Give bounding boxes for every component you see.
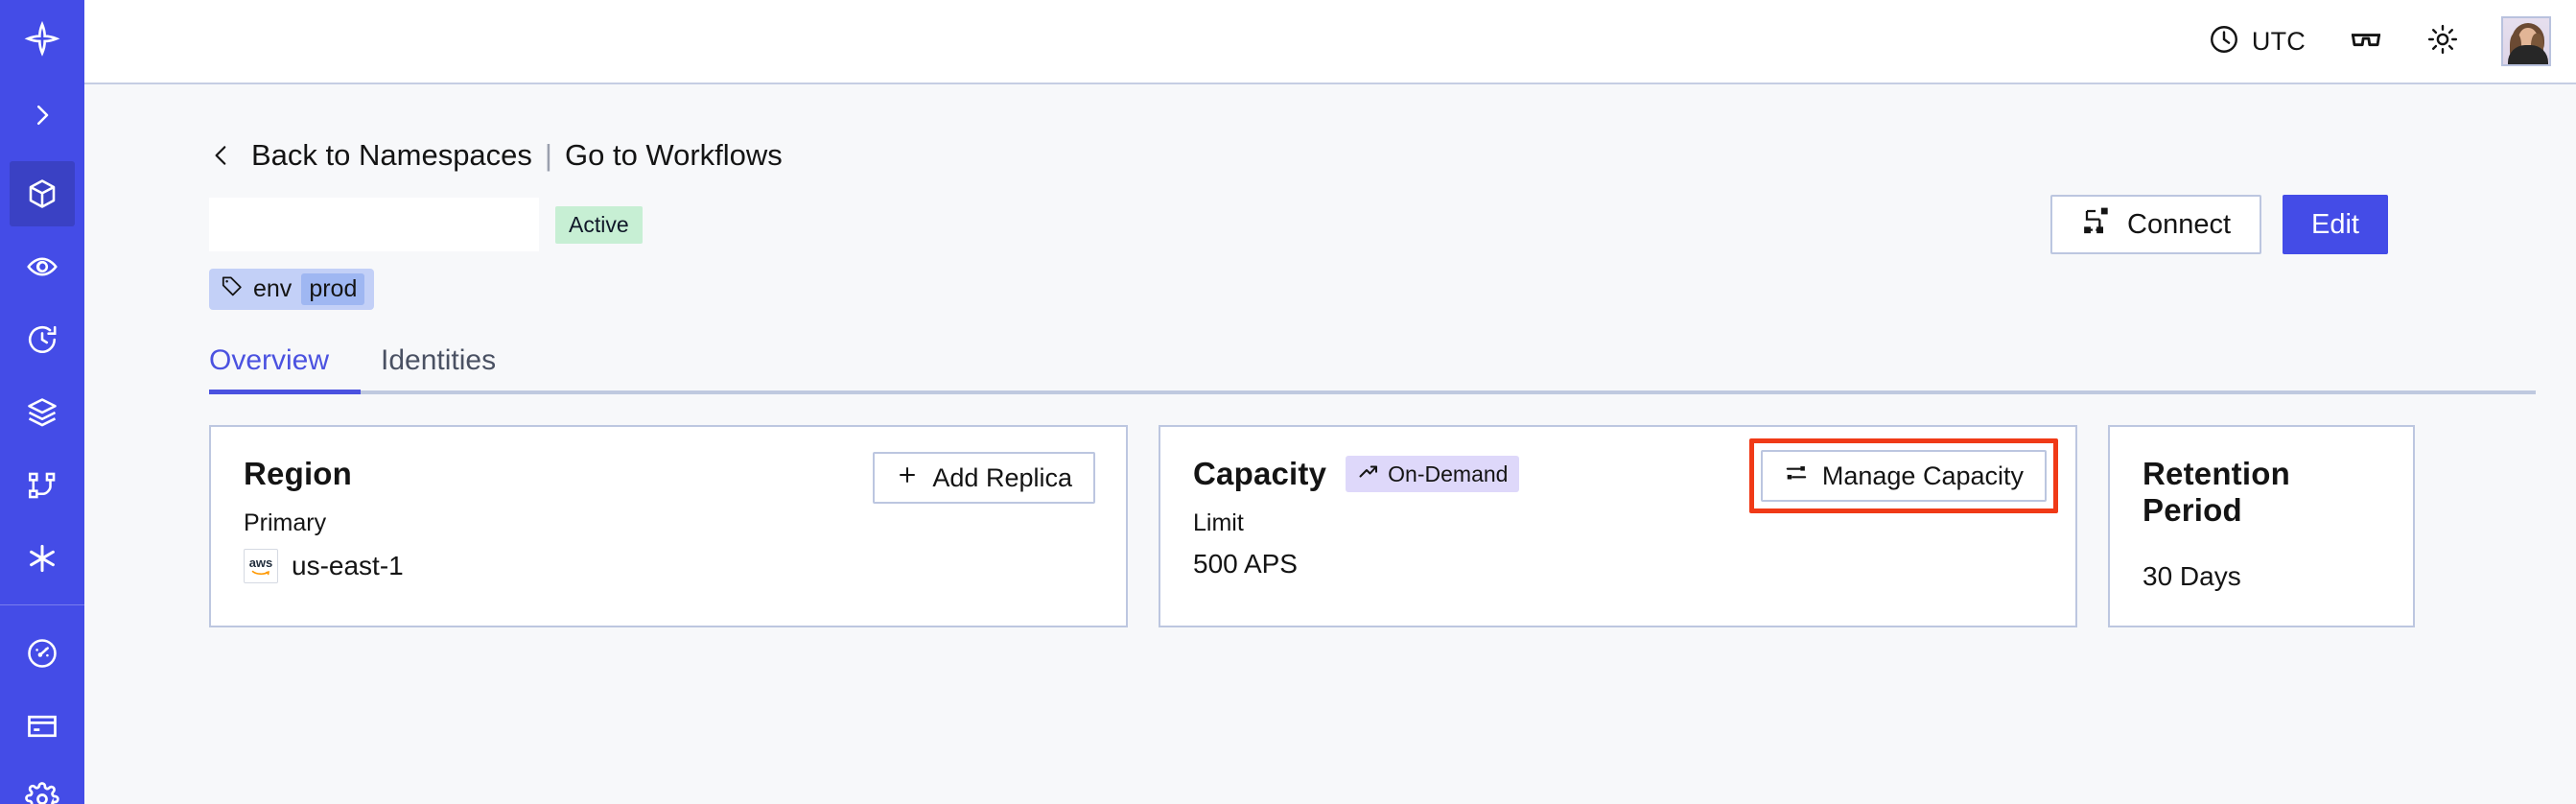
go-to-workflows-link[interactable]: Go to Workflows — [564, 138, 783, 172]
sliders-icon — [1784, 461, 1809, 492]
sidebar-divider-1 — [0, 604, 84, 605]
trend-up-icon — [1357, 460, 1380, 488]
breadcrumb: Back to Namespaces | Go to Workflows — [209, 138, 2576, 173]
retention-card: Retention Period 30 Days — [2108, 425, 2415, 627]
sidebar-item-integrations[interactable] — [10, 526, 75, 591]
chevron-left-icon[interactable] — [209, 139, 234, 172]
connect-button-label: Connect — [2127, 208, 2232, 240]
capacity-limit-label: Limit — [1193, 509, 1244, 536]
region-value: us-east-1 — [292, 551, 404, 580]
avatar[interactable] — [2501, 16, 2551, 66]
sun-icon — [2426, 23, 2459, 60]
temporal-logo-icon[interactable] — [10, 6, 75, 75]
capacity-limit-value: 500 APS — [1193, 549, 1298, 579]
tag-icon — [221, 274, 244, 304]
connect-button[interactable]: Connect — [2050, 195, 2262, 254]
namespace-title-row: Active Connect — [209, 195, 2576, 254]
add-replica-label: Add Replica — [932, 462, 1072, 492]
tag-chip-env[interactable]: env prod — [209, 269, 375, 310]
sidebar-item-settings[interactable] — [10, 767, 75, 804]
tab-overview[interactable]: Overview — [209, 344, 330, 376]
retention-card-header: Retention Period — [2143, 456, 2380, 529]
glasses-icon — [2348, 21, 2384, 62]
tabs-baseline — [209, 390, 2536, 394]
sidebar-item-stack[interactable] — [10, 380, 75, 445]
aws-icon-text: aws — [248, 556, 273, 570]
timezone-label: UTC — [2251, 26, 2306, 56]
tag-value: prod — [301, 273, 365, 305]
capacity-card: Capacity On-Demand Limit 50 — [1159, 425, 2077, 627]
breadcrumb-separator: | — [544, 138, 552, 172]
retention-card-title: Retention Period — [2143, 456, 2290, 528]
edit-button-label: Edit — [2311, 208, 2359, 240]
sidebar-item-usage[interactable] — [10, 621, 75, 686]
avatar-body — [2508, 45, 2548, 64]
manage-capacity-highlight: Manage Capacity — [1748, 438, 2058, 513]
region-value-row: aws us-east-1 — [244, 549, 1093, 583]
namespace-tags: env prod — [209, 269, 2576, 310]
tag-key: env — [253, 275, 293, 302]
capacity-card-header: Capacity On-Demand — [1193, 456, 2043, 492]
capacity-card-title: Capacity — [1193, 456, 1327, 491]
tab-list: Overview Identities — [209, 344, 2536, 390]
sidebar-item-namespaces[interactable] — [10, 161, 75, 226]
top-header-bar: UTC — [84, 0, 2576, 84]
clock-icon — [2208, 23, 2240, 60]
capacity-mode-label: On-Demand — [1388, 461, 1509, 486]
sidebar-item-workflows[interactable] — [10, 453, 75, 518]
connect-flow-icon — [2081, 205, 2112, 244]
manage-capacity-button[interactable]: Manage Capacity — [1760, 450, 2047, 502]
add-replica-button[interactable]: Add Replica — [873, 452, 1095, 504]
capacity-mode-chip: On-Demand — [1346, 456, 1520, 492]
back-to-namespaces-link[interactable]: Back to Namespaces — [251, 138, 532, 172]
page-content: Back to Namespaces | Go to Workflows Act… — [84, 84, 2576, 804]
tab-active-underline — [209, 390, 361, 394]
main-region: UTC — [84, 0, 2576, 804]
left-sidebar — [0, 0, 84, 804]
tab-identities[interactable]: Identities — [381, 344, 497, 376]
aws-icon: aws — [244, 549, 278, 583]
timezone-selector[interactable]: UTC — [2208, 23, 2306, 60]
region-card-title: Region — [244, 456, 353, 491]
edit-button[interactable]: Edit — [2283, 195, 2388, 254]
region-primary-label: Primary — [244, 509, 327, 536]
status-badge: Active — [555, 205, 643, 244]
namespace-title-redacted — [209, 198, 539, 251]
sidebar-item-expand[interactable] — [10, 83, 75, 148]
theme-toggle-button[interactable] — [2426, 23, 2459, 60]
region-card-header: Region — [244, 456, 1093, 492]
manage-capacity-label: Manage Capacity — [1821, 461, 2024, 490]
sidebar-item-billing[interactable] — [10, 694, 75, 759]
plus-icon — [896, 463, 919, 493]
sidebar-item-observability[interactable] — [10, 234, 75, 299]
docs-button[interactable] — [2348, 21, 2384, 62]
tabs-container: Overview Identities — [209, 344, 2536, 394]
sidebar-item-schedules[interactable] — [10, 307, 75, 372]
overview-cards: Region Primary aws us-east-1 — [209, 425, 2576, 627]
region-card: Region Primary aws us-east-1 — [209, 425, 1128, 627]
retention-value: 30 Days — [2143, 561, 2241, 591]
region-card-action: Add Replica — [873, 452, 1095, 504]
